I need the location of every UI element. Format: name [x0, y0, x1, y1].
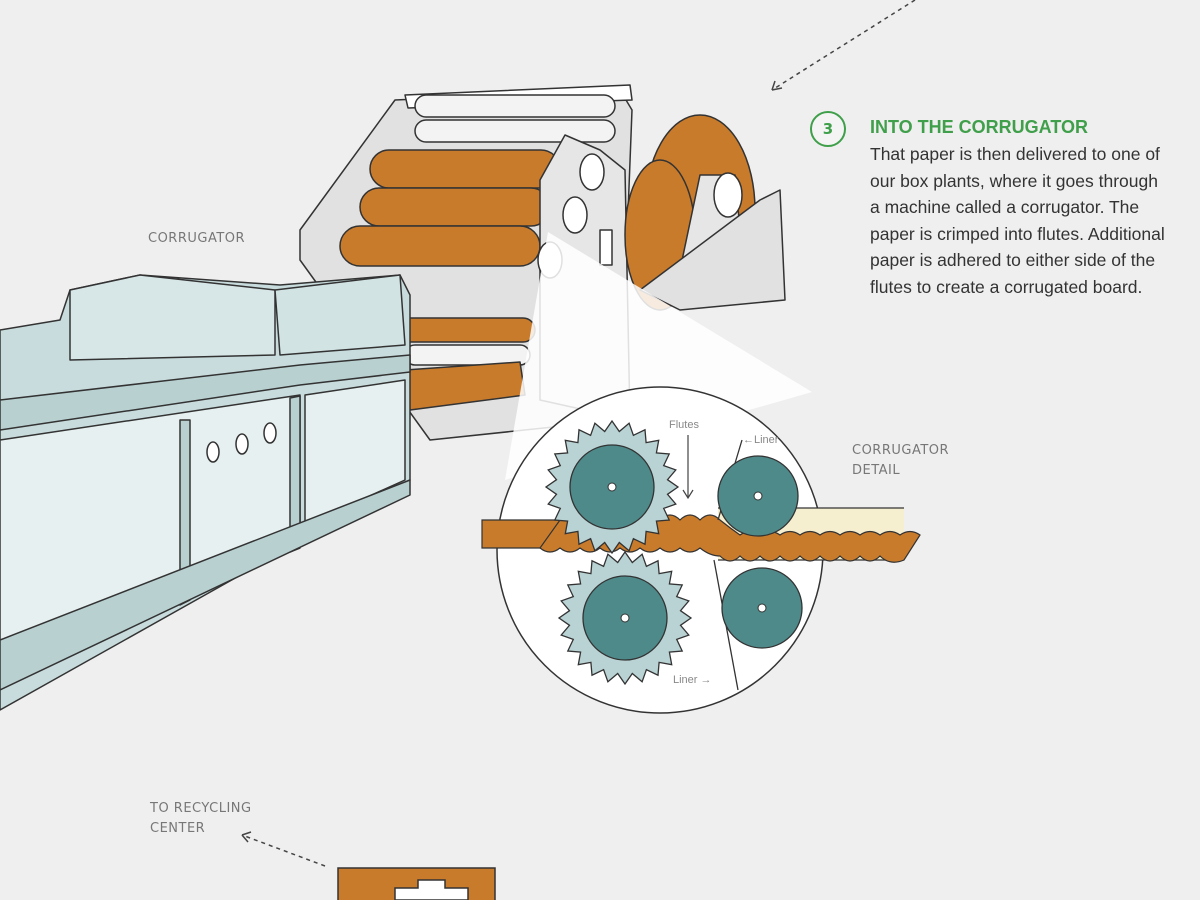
detail-label-line2: DETAIL [852, 463, 901, 478]
recycling-label-line1: TO RECYCLING [150, 801, 252, 816]
recycling-label-line2: CENTER [150, 821, 206, 836]
flutes-label: Flutes [669, 419, 699, 431]
dashed-arrow-recycling [241, 831, 326, 867]
step-body: That paper is then delivered to one of o… [870, 144, 1165, 297]
bottom-box [337, 867, 496, 900]
liner-bottom-label: Liner → [673, 674, 712, 686]
corrugator-machine-body [0, 274, 411, 711]
step-title: INTO THE CORRUGATOR [870, 117, 1089, 137]
detail-label-line1: CORRUGATOR [852, 443, 950, 458]
dashed-arrow-top [771, 0, 916, 91]
step-text-block: INTO THE CORRUGATOR That paper is then d… [870, 114, 1170, 300]
liner-top-label: ←Liner [743, 434, 779, 446]
step-number-badge: 3 [810, 111, 846, 147]
corrugator-detail [481, 386, 921, 714]
corrugator-label: CORRUGATOR [148, 231, 246, 246]
